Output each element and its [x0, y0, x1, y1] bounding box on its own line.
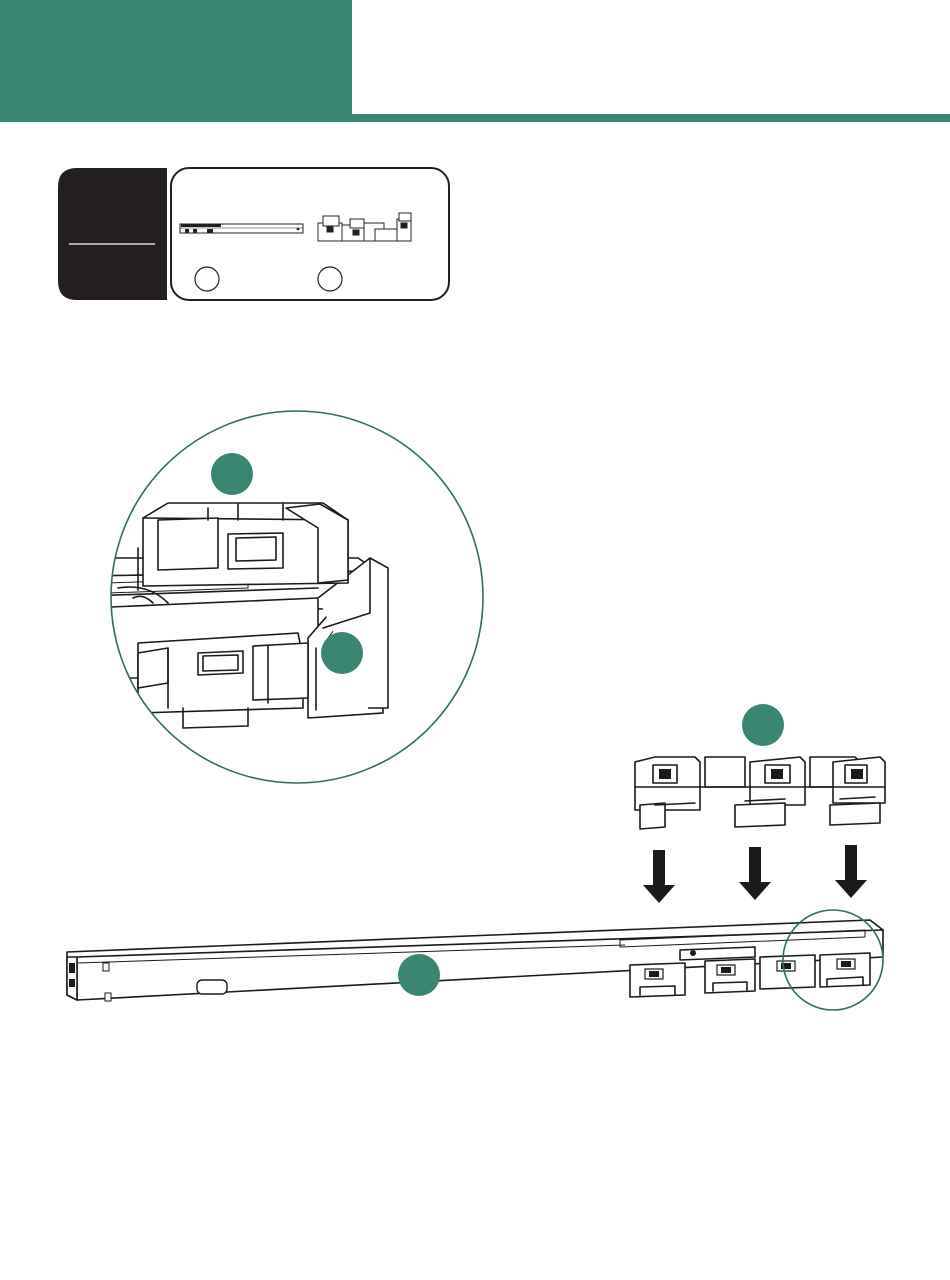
bracket-callout: [742, 704, 784, 746]
arrow-down-icon: [835, 845, 867, 898]
parts-box: [57, 167, 450, 301]
bracket-part: [635, 757, 885, 829]
header-block: [0, 0, 352, 122]
arrow-down-icon: [643, 850, 675, 903]
part-number-badge-1: [195, 267, 219, 291]
main-drawing: [55, 695, 895, 1020]
detail-upper-clip: [138, 503, 348, 590]
detail-bracket-callout: [211, 453, 253, 495]
parts-label-panel: [58, 168, 167, 300]
rail-part: [67, 920, 883, 1001]
header-rule: [352, 114, 950, 122]
detail-rail-callout: [321, 632, 363, 674]
arrow-down-icon: [739, 847, 771, 900]
rail-icon: [180, 224, 303, 233]
part-number-badge-2: [318, 267, 342, 291]
rail-callout: [398, 954, 440, 996]
